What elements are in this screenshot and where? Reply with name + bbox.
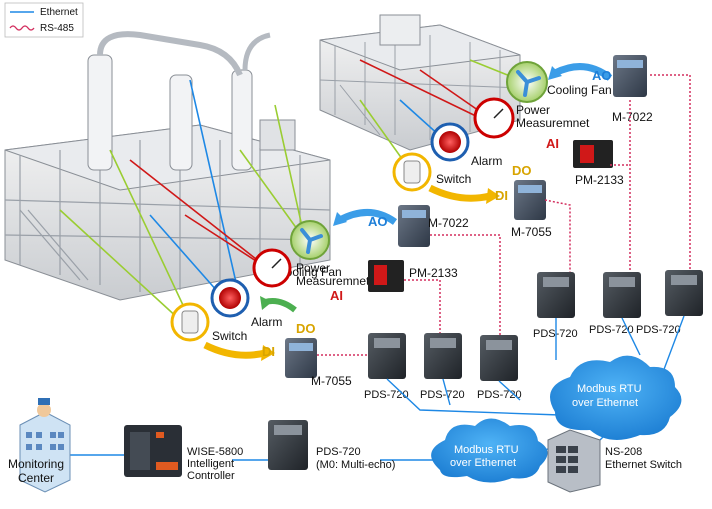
legend-rs485-label: RS-485 <box>40 23 74 34</box>
monitoring-line2: Center <box>18 471 54 485</box>
left-switch-group: Switch DI M-7055 <box>170 302 352 388</box>
right-power-label-1: Power <box>516 103 550 117</box>
cloud-right: Modbus RTU over Ethernet <box>550 355 682 440</box>
right-switch-label: Switch <box>436 172 471 186</box>
legend-rs485-swatch <box>9 25 35 31</box>
switch-icon <box>403 160 421 184</box>
left-alarm-label: Alarm <box>251 315 282 329</box>
right-alarm-label: Alarm <box>471 154 502 168</box>
cloud-icon <box>431 418 548 483</box>
rs485-wires <box>317 74 691 356</box>
alarm-icon <box>219 287 241 309</box>
di-arrow <box>428 184 491 202</box>
pds-right-row: PDS-720 PDS-720 PDS-720 <box>533 270 703 340</box>
right-power-meter-group: Power Measuremnet AI PM-2133 <box>473 97 624 187</box>
wise-line2: Intelligent <box>187 458 234 470</box>
right-switch-group: Switch DI M-7055 <box>392 152 552 239</box>
pds-left-1-label: PDS-720 <box>364 389 409 401</box>
cloud-left-line1: Modbus RTU <box>454 444 519 456</box>
cloud-right-line1: Modbus RTU <box>577 383 642 395</box>
right-m7022-label: M-7022 <box>612 110 653 124</box>
fan-blades <box>516 70 541 97</box>
left-do-label: DO <box>296 321 316 336</box>
ao-arrow <box>553 63 613 81</box>
right-power-label-2: Measuremnet <box>516 116 590 130</box>
ns208-switch: NS-208 Ethernet Switch <box>547 429 682 493</box>
pds-left-row: PDS-720 PDS-720 PDS-720 <box>364 333 522 401</box>
left-m7055-label: M-7055 <box>311 374 352 388</box>
legend-ethernet-label: Ethernet <box>40 7 78 18</box>
left-power-label-1: Power <box>296 261 330 275</box>
left-m7022-label: M-7022 <box>428 216 469 230</box>
cloud-left-line2: over Ethernet <box>450 457 516 469</box>
left-switch-label: Switch <box>212 329 247 343</box>
right-di-label: DI <box>495 188 508 203</box>
wise-controller: WISE-5800 Intelligent Controller <box>124 425 243 482</box>
left-ai-label: AI <box>330 288 343 303</box>
pds-right-3-label: PDS-720 <box>636 324 681 336</box>
left-pm2133-label: PM-2133 <box>409 266 458 280</box>
monitoring-center: Monitoring Center <box>8 398 71 493</box>
cloud-left: Modbus RTU over Ethernet <box>431 418 548 483</box>
left-power-meter-group: Power Measuremnet AI PM-2133 <box>252 248 458 303</box>
right-ao-label: AO <box>592 68 612 83</box>
left-alarm-group: Alarm DO <box>210 278 316 336</box>
right-fan-label: Cooling Fan <box>547 83 612 97</box>
right-plant-structure <box>319 14 521 151</box>
cloud-right-line2: over Ethernet <box>572 397 638 409</box>
ao-arrow-head <box>548 66 562 80</box>
alarm-icon <box>439 131 461 153</box>
right-do-label: DO <box>512 163 532 178</box>
switch-icon <box>181 310 199 334</box>
right-m7055-label: M-7055 <box>511 225 552 239</box>
left-ao-label: AO <box>368 214 388 229</box>
ns208-line1: NS-208 <box>605 446 642 458</box>
pds-main-line1: PDS-720 <box>316 446 361 458</box>
right-cooling-fan-group: Cooling Fan AO <box>506 61 613 103</box>
right-ai-label: AI <box>546 136 559 151</box>
left-fan-label: Cooling Fan <box>277 265 342 279</box>
person-icon <box>37 403 51 417</box>
right-alarm-group: Alarm DO <box>430 122 532 178</box>
wise-line3: Controller <box>187 470 235 482</box>
wise-line1: WISE-5800 <box>187 446 243 458</box>
left-power-label-2: Measuremnet <box>296 274 370 288</box>
pds-main: PDS-720 (M0: Multi-echo) <box>268 420 395 471</box>
cloud-icon <box>550 355 682 440</box>
legend: Ethernet RS-485 <box>4 2 84 38</box>
legend-box <box>4 2 84 38</box>
pds-right-2-label: PDS-720 <box>589 324 634 336</box>
monitoring-line1: Monitoring <box>8 457 64 471</box>
ns208-line2: Ethernet Switch <box>605 459 682 471</box>
left-di-label: DI <box>262 344 275 359</box>
right-m7022-module: M-7022 <box>612 55 653 124</box>
right-pm2133-label: PM-2133 <box>575 173 624 187</box>
pds-left-2-label: PDS-720 <box>420 389 465 401</box>
pds-main-line2: (M0: Multi-echo) <box>316 459 395 471</box>
left-cooling-fan-group: Cooling Fan AO M-7022 <box>277 205 469 279</box>
